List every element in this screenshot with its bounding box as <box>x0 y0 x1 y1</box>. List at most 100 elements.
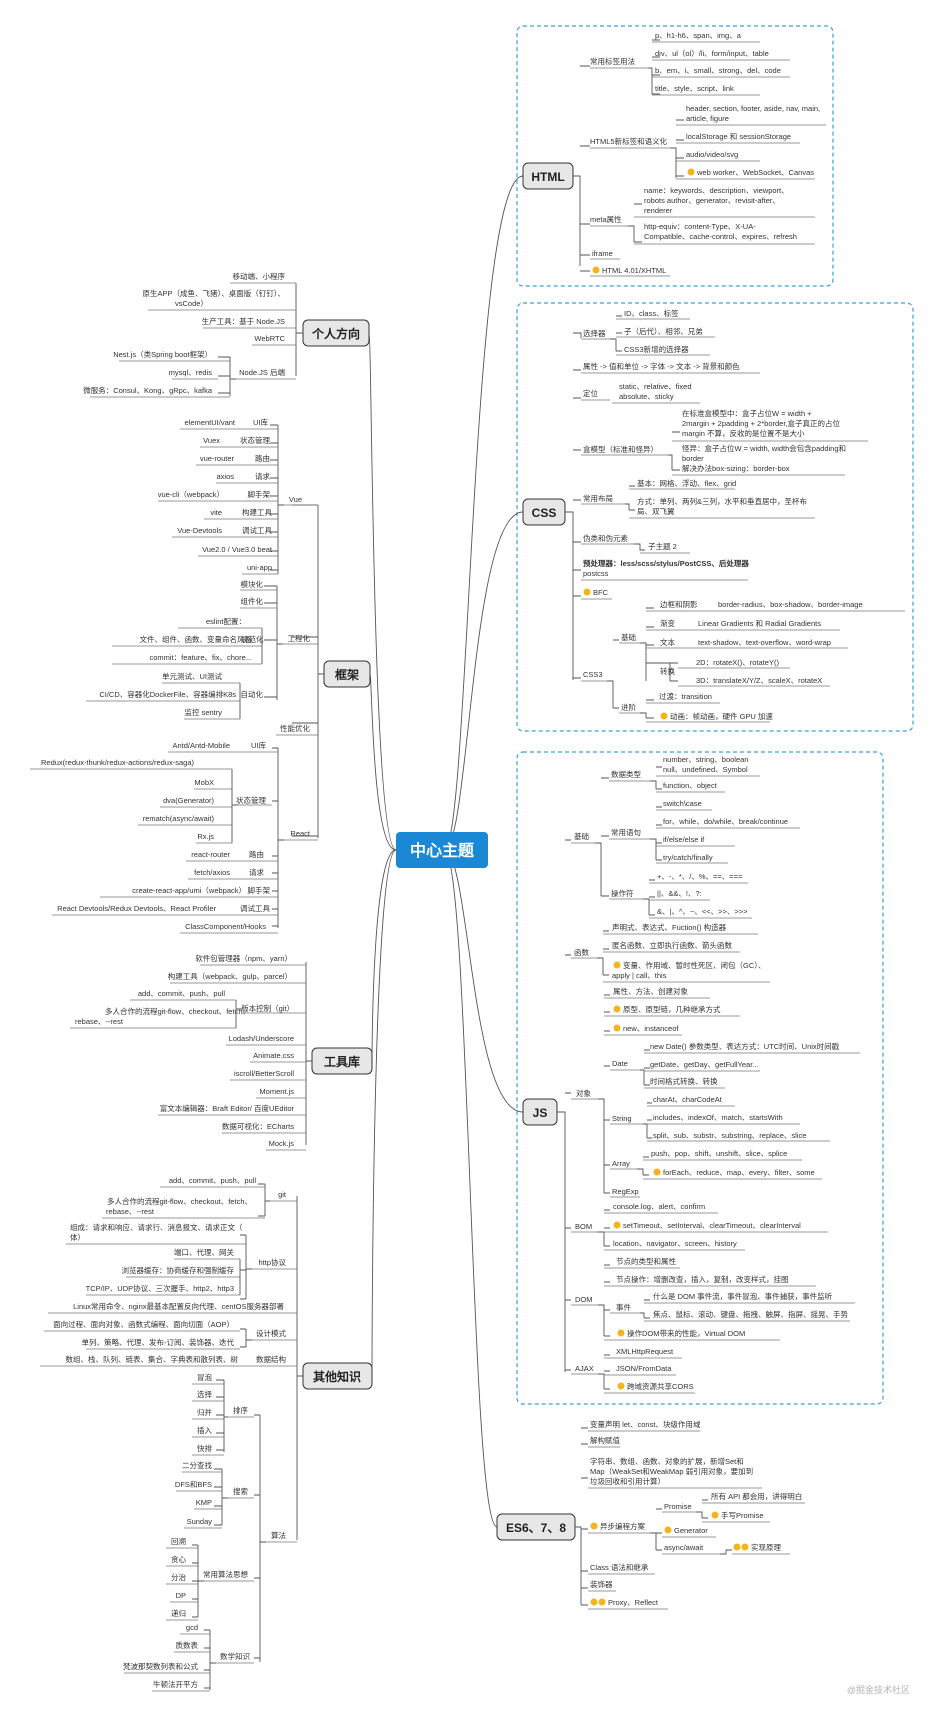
tools-6: 版本控制（git） <box>241 1003 294 1013</box>
fw-vue-7: axios <box>216 472 234 481</box>
tools-4: 多人合作的流程git-flow、checkout、fetch、 <box>105 1006 250 1016</box>
css3-7: 转换 <box>660 666 675 676</box>
css-layout-group: 常用布局 <box>583 493 613 503</box>
category-other[interactable]: 其他知识 <box>302 1362 373 1390</box>
es6-asyncawait: async/await <box>664 1543 704 1552</box>
fw-vue: Vue <box>289 495 302 504</box>
es6-promise-group: Promise <box>664 1502 692 1511</box>
other-sort-1: 冒泡 <box>197 1372 212 1382</box>
star-icon <box>613 1221 621 1229</box>
html-h5-4: audio/video/svg <box>686 150 738 159</box>
html-meta-1: name：keywords、description、viewport、 <box>644 186 789 195</box>
fw-react-17: ClassComponent/Hooks <box>185 922 266 931</box>
js-function-2: 匿名函数、立即执行函数、箭头函数 <box>612 940 732 950</box>
other-sort-5: 快排 <box>197 1443 212 1453</box>
js-bom-3: location、navigator、screen、history <box>613 1239 737 1248</box>
html-h5-3: localStorage 和 sessionStorage <box>686 132 791 141</box>
js-statement-group: 常用语句 <box>611 827 641 837</box>
css-boxmodel-5: border <box>682 454 704 463</box>
other-common-2: 贪心 <box>171 1554 186 1564</box>
fw-vue-8: 请求 <box>255 471 270 481</box>
category-js[interactable]: JS <box>522 1098 558 1126</box>
other-search-2: DFS和BFS <box>175 1480 212 1489</box>
js-statement-4: try/catch/finally <box>663 853 713 862</box>
es6-branch: 变量声明 let、const、块级作用域 解构赋值 字符串、数组、函数、对象的扩… <box>575 1419 805 1610</box>
html-iframe: iframe <box>592 249 613 258</box>
fw-vue-3: Vuex <box>203 436 220 445</box>
other-common-3: 分治 <box>171 1572 186 1582</box>
other-common-4: DP <box>176 1591 186 1600</box>
other-common-1: 回溯 <box>171 1536 186 1546</box>
js-date-2: getDate、getDay、getFullYear... <box>650 1060 759 1069</box>
fw-react-1: Antd/Antd-Mobile <box>172 741 230 750</box>
personal-8: mysql、redis <box>169 368 213 377</box>
tools-7: Lodash/Underscore <box>229 1034 294 1043</box>
fw-react-8: 状态管理 <box>236 795 266 805</box>
js-dom-group: DOM <box>575 1295 593 1304</box>
fw-vue-15: Vue2.0 / Vue3.0 beat <box>202 545 273 554</box>
tools-9: iscroll/BetterScroll <box>234 1069 294 1078</box>
star-icon <box>653 1168 661 1176</box>
fw-vue-2: UI库 <box>253 417 269 427</box>
other-ds: 数据结构 <box>256 1354 286 1364</box>
star-icon <box>613 1005 621 1013</box>
personal-1: 移动端、小程序 <box>233 271 286 281</box>
star-icon <box>711 1511 719 1519</box>
tools-2: 构建工具（webpack、gulp、parcel） <box>168 971 292 981</box>
other-git-1: add、commit、push、pull <box>169 1176 256 1185</box>
category-framework[interactable]: 框架 <box>323 660 371 688</box>
es6-item-5: 垃圾回收和引用计算） <box>590 1476 665 1486</box>
js-bom-2: setTimeout、setInterval、clearTimeout、clea… <box>623 1221 801 1230</box>
center-topic[interactable]: 中心主题 <box>396 832 488 868</box>
css-pseudo-group: 伪类和伪元素 <box>583 533 628 543</box>
star-icon <box>613 961 621 969</box>
css-boxmodel-group: 盒模型（标准和怪异） <box>583 444 658 454</box>
css-boxmodel-1: 在标准盒模型中：盒子占位W = width + <box>682 408 812 418</box>
other-math-1: gcd <box>186 1623 198 1632</box>
other-search-1: 二分查找 <box>182 1460 212 1470</box>
fw-react-7: Rx.js <box>197 832 214 841</box>
css-css3-group: CSS3 <box>583 670 603 679</box>
star-icon <box>660 712 668 720</box>
tools-8: Animate.css <box>253 1051 294 1060</box>
js-object-group: 对象 <box>576 1088 591 1098</box>
category-css[interactable]: CSS <box>522 498 566 526</box>
es6-promise-2: 手写Promise <box>721 1510 764 1520</box>
other-sort-4: 插入 <box>197 1425 212 1435</box>
category-tools-label: 工具库 <box>324 1054 360 1069</box>
css-branch: 选择器 ID、class、标签 子（后代）、相邻、兄弟 CSS3新增的选择器 属… <box>565 308 905 723</box>
js-dom-5: 操作DOM带来的性能，Virtual DOM <box>627 1328 745 1338</box>
star-icon <box>741 1543 749 1551</box>
css-basic-group: 基础 <box>621 632 636 642</box>
category-html[interactable]: HTML <box>522 162 574 190</box>
js-basics-group: 基础 <box>574 831 589 841</box>
html-h5-2: article, figure <box>686 114 729 123</box>
fw-react-13: create-react-app/umi（webpack） <box>132 886 246 895</box>
css3-8: 2D：rotateX()、rotateY() <box>696 658 779 667</box>
fw-vue-4: 状态管理 <box>240 435 270 445</box>
css-bfc: BFC <box>593 588 609 597</box>
css-advanced-group: 进阶 <box>621 702 636 712</box>
other-design: 设计模式 <box>256 1328 286 1338</box>
other-http-4: 浏览器缓存：协商缓存和强制缓存 <box>122 1265 235 1275</box>
js-dom-4: 焦点、鼠标、滚动、键盘、拖拽、触屏、指屏、摇晃、手势 <box>653 1309 848 1319</box>
js-operator-2: ||、&&、!、?: <box>657 889 702 898</box>
html-html4: HTML 4.01/XHTML <box>602 266 666 275</box>
fw-react-6: rematch(async/await) <box>143 814 215 823</box>
js-object-1: 属性、方法、创建对象 <box>613 986 688 996</box>
fw-eng-7: 单元测试、UI测试 <box>162 671 222 681</box>
category-tools[interactable]: 工具库 <box>311 1047 373 1075</box>
js-datatype-3: function、object <box>663 781 718 790</box>
category-personal[interactable]: 个人方向 <box>302 319 370 347</box>
js-function-group: 函数 <box>574 947 589 957</box>
css-selector-2: 子（后代）、相邻、兄弟 <box>624 326 703 336</box>
other-git-2: 多人合作的流程git-flow、checkout、fetch、 <box>107 1196 252 1206</box>
tools-10: Moment.js <box>259 1087 294 1096</box>
css-position-2: absolute、sticky <box>619 392 674 401</box>
es6-generator: Generator <box>674 1526 708 1535</box>
es6-impl: 实现原理 <box>751 1542 781 1552</box>
html-h5-1: header, section, footer, aside, nav, mai… <box>686 104 820 113</box>
category-es6[interactable]: ES6、7、8 <box>496 1513 576 1541</box>
other-http-2: 体） <box>70 1232 85 1242</box>
js-dom-3: 什么是 DOM 事件流，事件冒泡、事件捕获，事件监听 <box>653 1291 833 1301</box>
